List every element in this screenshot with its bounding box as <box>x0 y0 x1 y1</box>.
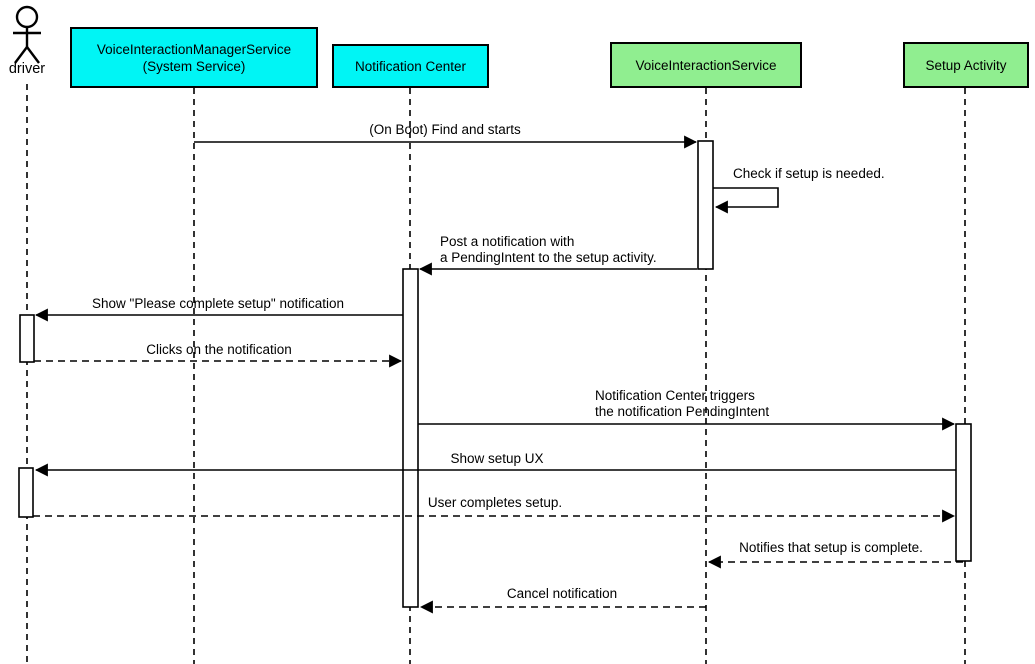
activation-bar-vis <box>697 140 714 270</box>
message-label-post-notification: Post a notification with a PendingIntent… <box>440 234 657 265</box>
participant-box-voice-interaction-service: VoiceInteractionService <box>610 42 802 88</box>
actor-icon-driver <box>13 5 41 64</box>
message-label-show-setup-ux: Show setup UX <box>450 451 544 466</box>
message-label-cancel-notification: Cancel notification <box>506 586 618 601</box>
message-label-show-complete-setup-notification: Show "Please complete setup" notificatio… <box>92 296 344 311</box>
activation-bar-driver-2 <box>18 467 34 518</box>
participant-box-notification-center: Notification Center <box>332 44 489 88</box>
message-label-triggers-pendingintent: Notification Center triggers the notific… <box>595 388 770 419</box>
activation-bar-driver-1 <box>19 314 35 363</box>
message-label-user-completes-setup: User completes setup. <box>427 495 563 510</box>
participant-box-setup-activity: Setup Activity <box>903 42 1029 88</box>
participant-box-voice-interaction-manager-service: VoiceInteractionManagerService (System S… <box>70 27 318 88</box>
message-arrow-check-if-setup-needed-self <box>713 187 779 214</box>
activation-bar-sa <box>955 423 972 562</box>
message-label-clicks-on-notification: Clicks on the notification <box>146 342 292 357</box>
message-label-on-boot-find-and-starts: (On Boot) Find and starts <box>369 122 521 137</box>
message-label-check-if-setup-needed: Check if setup is needed. <box>733 166 885 181</box>
message-label-notifies-setup-complete: Notifies that setup is complete. <box>739 540 923 555</box>
participant-label-driver: driver <box>8 61 46 77</box>
activation-bar-nc <box>402 268 419 608</box>
